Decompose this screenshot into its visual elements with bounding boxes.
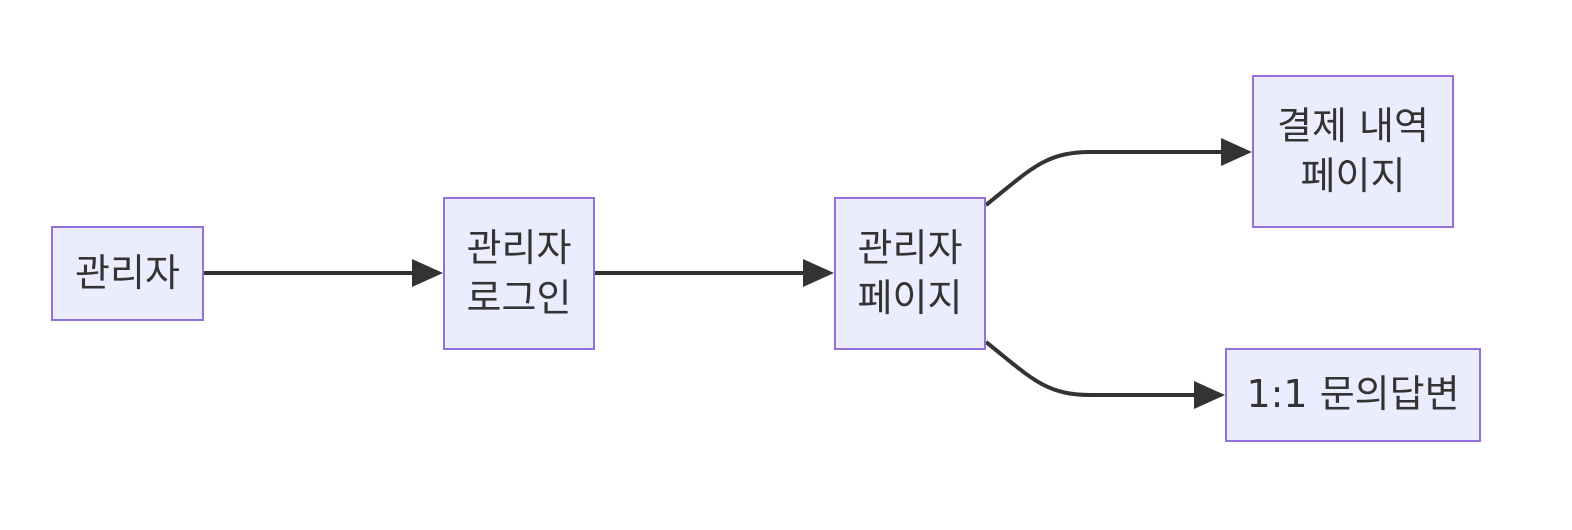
arrowhead-page: [803, 259, 834, 287]
node-admin-page-label: 관리자 페이지: [857, 226, 963, 320]
arrowhead-payment: [1221, 138, 1252, 166]
node-inquiry-answer-label: 1:1 문의답변: [1246, 372, 1460, 417]
node-admin-login: 관리자 로그인: [443, 197, 595, 350]
edge-page-to-payment: [984, 150, 1227, 207]
arrowhead-login: [412, 259, 443, 287]
node-admin-label: 관리자: [75, 250, 180, 295]
node-admin-page: 관리자 페이지: [834, 197, 986, 350]
node-payment-history-page-label: 결제 내역 페이지: [1277, 104, 1429, 198]
node-admin: 관리자: [51, 226, 204, 321]
node-inquiry-answer: 1:1 문의답변: [1225, 348, 1481, 442]
node-admin-login-label: 관리자 로그인: [466, 226, 572, 320]
edge-page-to-inquiry: [984, 340, 1200, 397]
arrowhead-inquiry: [1194, 381, 1225, 409]
node-payment-history-page: 결제 내역 페이지: [1252, 75, 1454, 228]
